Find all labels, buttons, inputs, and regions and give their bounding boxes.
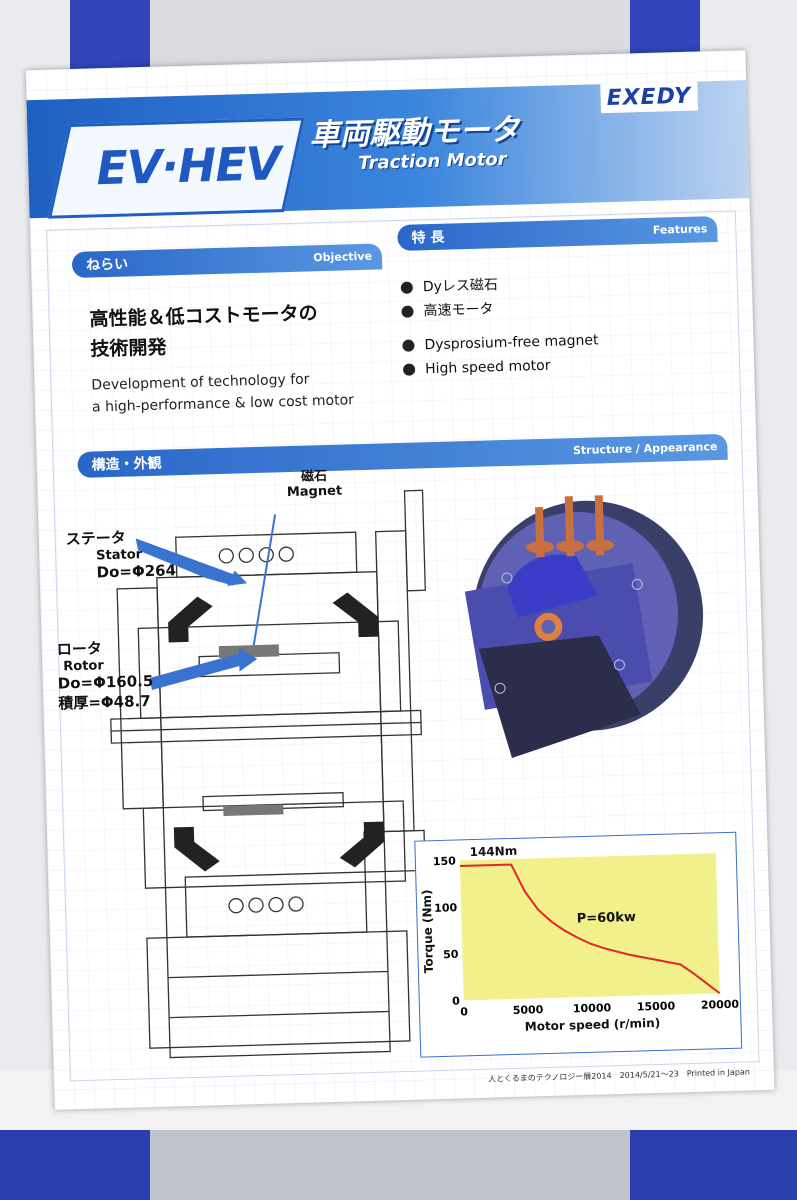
wall-bottom-mid <box>150 1130 630 1200</box>
arrow-head <box>227 570 248 586</box>
magnet-leader-line <box>252 514 277 646</box>
structure-label-en: Structure / Appearance <box>572 440 718 458</box>
bullet-icon <box>402 339 415 352</box>
callout-arrows <box>135 538 242 690</box>
x-tick-label: 5000 <box>513 1003 544 1017</box>
feature-text: Dysprosium-free magnet <box>424 332 599 354</box>
torque-chart: 0 5000 10000 15000 20000 0 50 100 150 144Nm P=6… <box>414 831 743 1058</box>
rotor-label-jp: ロータ <box>56 639 103 659</box>
y-tick-label: 150 <box>433 855 457 869</box>
feature-text: Dyレス磁石 <box>422 277 499 296</box>
features-label-jp: 特 長 <box>411 229 445 247</box>
motor-cross-section <box>110 489 704 1059</box>
stator-coils <box>168 592 385 872</box>
y-tick-label: 50 <box>443 948 459 961</box>
content-panel: ねらい Objective 高性能＆低コストモータの 技術開発 Developm… <box>46 210 760 1082</box>
magnet-label-jp: 磁石 <box>300 468 328 485</box>
y-tick-label: 0 <box>452 994 460 1007</box>
features-label-en: Features <box>652 222 708 237</box>
x-tick-label: 20000 <box>701 998 740 1012</box>
stator-label: ステータ Stator Do=Φ264 <box>65 525 176 582</box>
ev-hev-title: EV·HEV <box>95 136 282 196</box>
torque-chart-svg: 0 5000 10000 15000 20000 0 50 100 150 144Nm P=6… <box>420 844 740 1034</box>
title-english: Traction Motor <box>358 148 507 174</box>
structure-drawing: 磁石 Magnet ステータ Stator Do=Φ264 ロータ Rotor … <box>57 462 750 1070</box>
poster-board: EV·HEV 車両駆動モータ Traction Motor EXEDY ねらい … <box>25 50 775 1110</box>
arrow-head <box>238 647 258 672</box>
plot-background <box>459 853 720 1001</box>
rotor-label: ロータ Rotor Do=Φ160.5 積厚=Φ48.7 <box>57 636 155 714</box>
x-tick-label: 0 <box>460 1005 468 1018</box>
torque-curve <box>459 863 721 995</box>
objective-bar: ねらい Objective <box>71 243 383 279</box>
y-tick-label: 100 <box>434 901 458 915</box>
bullet-icon <box>400 281 414 294</box>
objective-heading: 高性能＆低コストモータの 技術開発 <box>89 296 391 364</box>
x-tick-label: 10000 <box>573 1001 612 1015</box>
magnet-label-en: Magnet <box>286 483 343 501</box>
x-axis-label: Motor speed (r/min) <box>525 1016 661 1034</box>
bullet-icon <box>401 305 414 318</box>
annotation-power: P=60kw <box>577 910 637 927</box>
magnet-block <box>223 804 284 817</box>
feature-text: 高速モータ <box>423 301 494 320</box>
title-japanese: 車両駆動モータ <box>309 112 520 154</box>
annotation-144nm: 144Nm <box>469 844 517 859</box>
magnet-block <box>218 644 280 659</box>
magnet-label: 磁石 Magnet <box>274 464 355 500</box>
x-tick-label: 15000 <box>637 999 676 1013</box>
brand-text: EXEDY <box>606 83 692 112</box>
objective-label-jp: ねらい <box>85 256 129 274</box>
objective-label-en: Objective <box>313 249 373 265</box>
structure-label-jp: 構造・外観 <box>91 455 162 474</box>
stator-dimension: Do=Φ264 <box>96 561 177 582</box>
features-list: Dyレス磁石 高速モータ Dysprosium-free magnet High… <box>399 267 722 382</box>
y-axis-label: Torque (Nm) <box>420 889 436 973</box>
objective-text: Development of technology for a high-per… <box>91 366 392 418</box>
features-bar: 特 長 Features <box>397 216 718 251</box>
motor-render-illustration <box>464 495 704 758</box>
footer-note: 人とくるまのテクノロジー展2014 2014/5/21～23 Printed i… <box>488 1067 750 1084</box>
brand-logo: EXEDY <box>600 81 698 114</box>
rotor-dimension-2: 積厚=Φ48.7 <box>58 692 151 713</box>
bullet-icon <box>402 363 416 376</box>
feature-text: High speed motor <box>424 357 551 378</box>
